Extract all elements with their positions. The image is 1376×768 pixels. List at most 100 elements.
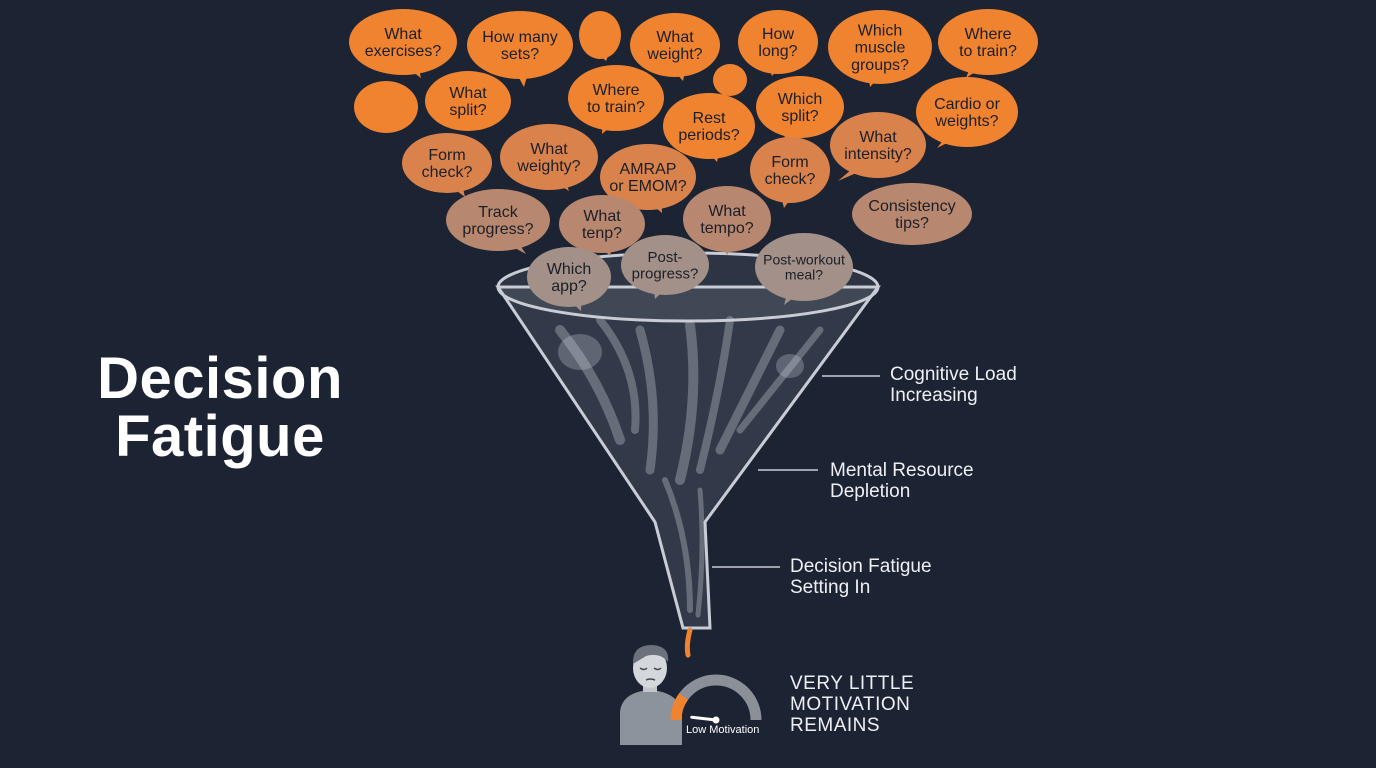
speech-bubble-body xyxy=(621,235,709,295)
speech-bubble-text: What xyxy=(384,26,422,43)
speech-bubble-text: Post-workout xyxy=(763,251,845,267)
speech-bubble-text: long? xyxy=(758,43,797,60)
speech-bubble-text: tips? xyxy=(895,215,929,232)
title-line-2: Fatigue xyxy=(115,404,325,469)
speech-bubble-text: Which xyxy=(547,261,591,278)
speech-bubble-body xyxy=(938,9,1038,75)
speech-bubble-body xyxy=(579,11,621,59)
speech-bubble-text: app? xyxy=(551,278,587,295)
speech-bubble-text: Which xyxy=(778,91,822,108)
speech-bubble-body xyxy=(354,81,418,133)
speech-bubble-text: What xyxy=(859,129,897,146)
stage-label-line: Decision Fatigue xyxy=(790,556,932,577)
stage-label-mental-resource: Mental Resource Depletion xyxy=(830,460,974,502)
speech-bubble-body xyxy=(559,195,645,253)
speech-bubble-body xyxy=(500,124,598,190)
speech-bubble xyxy=(354,81,418,133)
speech-bubble-body xyxy=(916,77,1018,147)
speech-bubble-body xyxy=(750,137,830,203)
speech-bubble-text: muscle xyxy=(855,40,906,57)
speech-bubble-body xyxy=(467,11,573,79)
tired-person-icon xyxy=(620,645,682,745)
title-line-1: Decision xyxy=(97,346,343,411)
speech-bubble-body xyxy=(568,65,664,131)
stage-label-decision-fatigue: Decision Fatigue Setting In xyxy=(790,556,932,598)
speech-bubble-text: How xyxy=(762,26,794,43)
speech-bubble-body xyxy=(830,112,926,178)
bottom-label-line: MOTIVATION xyxy=(790,694,911,715)
speech-bubble-body xyxy=(828,10,932,84)
speech-bubble-text: to train? xyxy=(959,43,1017,60)
speech-bubble-text: meal? xyxy=(785,266,823,282)
speech-bubble-text: tenp? xyxy=(582,225,622,242)
speech-bubble-body xyxy=(349,9,457,75)
stage-label-line: Mental Resource xyxy=(830,460,974,481)
speech-bubble-text: sets? xyxy=(501,46,539,63)
speech-bubble xyxy=(713,64,747,96)
speech-bubble-body xyxy=(446,189,550,251)
speech-bubble-text: What xyxy=(656,29,694,46)
motivation-remains-label: VERY LITTLE MOTIVATION REMAINS xyxy=(790,673,914,736)
speech-bubble-text: periods? xyxy=(678,127,739,144)
speech-bubble-text: Where xyxy=(964,26,1011,43)
bottom-label-line: REMAINS xyxy=(790,715,881,736)
stage-label-line: Cognitive Load xyxy=(890,364,1017,385)
speech-bubble-text: exercises? xyxy=(365,43,442,60)
speech-bubble-text: Where xyxy=(592,82,639,99)
stage-label-line: Increasing xyxy=(890,385,978,406)
speech-bubble-text: or EMOM? xyxy=(609,178,686,195)
speech-bubble-text: Which xyxy=(858,22,902,39)
speech-bubble-body xyxy=(600,144,696,210)
speech-bubble-body xyxy=(630,13,720,77)
speech-bubble-text: What xyxy=(449,85,487,102)
speech-bubble-text: Form xyxy=(428,147,465,164)
speech-bubble-body xyxy=(756,76,844,138)
stage-label-line: Depletion xyxy=(830,481,911,502)
speech-bubble-text: What xyxy=(583,208,621,225)
speech-bubble-text: split? xyxy=(449,102,486,119)
speech-bubble-text: weight? xyxy=(646,46,702,63)
speech-bubble-text: Consistency xyxy=(868,198,955,215)
speech-bubble-text: Cardio or xyxy=(934,96,1000,113)
diagram-title: Decision Fatigue xyxy=(60,350,380,466)
speech-bubble-text: tempo? xyxy=(700,220,753,237)
speech-bubble-body xyxy=(402,133,492,193)
speech-bubble-body xyxy=(527,247,611,307)
speech-bubble-body xyxy=(683,186,771,252)
speech-bubble: Post-progress? xyxy=(621,235,709,299)
speech-bubble-text: split? xyxy=(781,108,818,125)
speech-bubble-text: How many xyxy=(482,29,558,46)
speech-bubble-body xyxy=(738,10,818,74)
speech-bubble-text: Rest xyxy=(693,110,726,127)
speech-bubble-text: What xyxy=(708,203,746,220)
speech-bubble-text: Form xyxy=(771,154,808,171)
speech-bubble-text: weights? xyxy=(934,113,998,130)
speech-bubble xyxy=(579,11,621,61)
speech-bubble-text: AMRAP xyxy=(620,161,677,178)
speech-bubble-text: weighty? xyxy=(516,158,580,175)
speech-bubble-text: check? xyxy=(765,171,816,188)
speech-bubble-text: intensity? xyxy=(844,146,912,163)
speech-bubble-text: Post- xyxy=(647,249,682,266)
speech-bubble-text: Track xyxy=(478,204,518,221)
speech-bubble-text: progress? xyxy=(632,265,699,282)
gauge-caption: Low Motivation xyxy=(686,724,760,736)
